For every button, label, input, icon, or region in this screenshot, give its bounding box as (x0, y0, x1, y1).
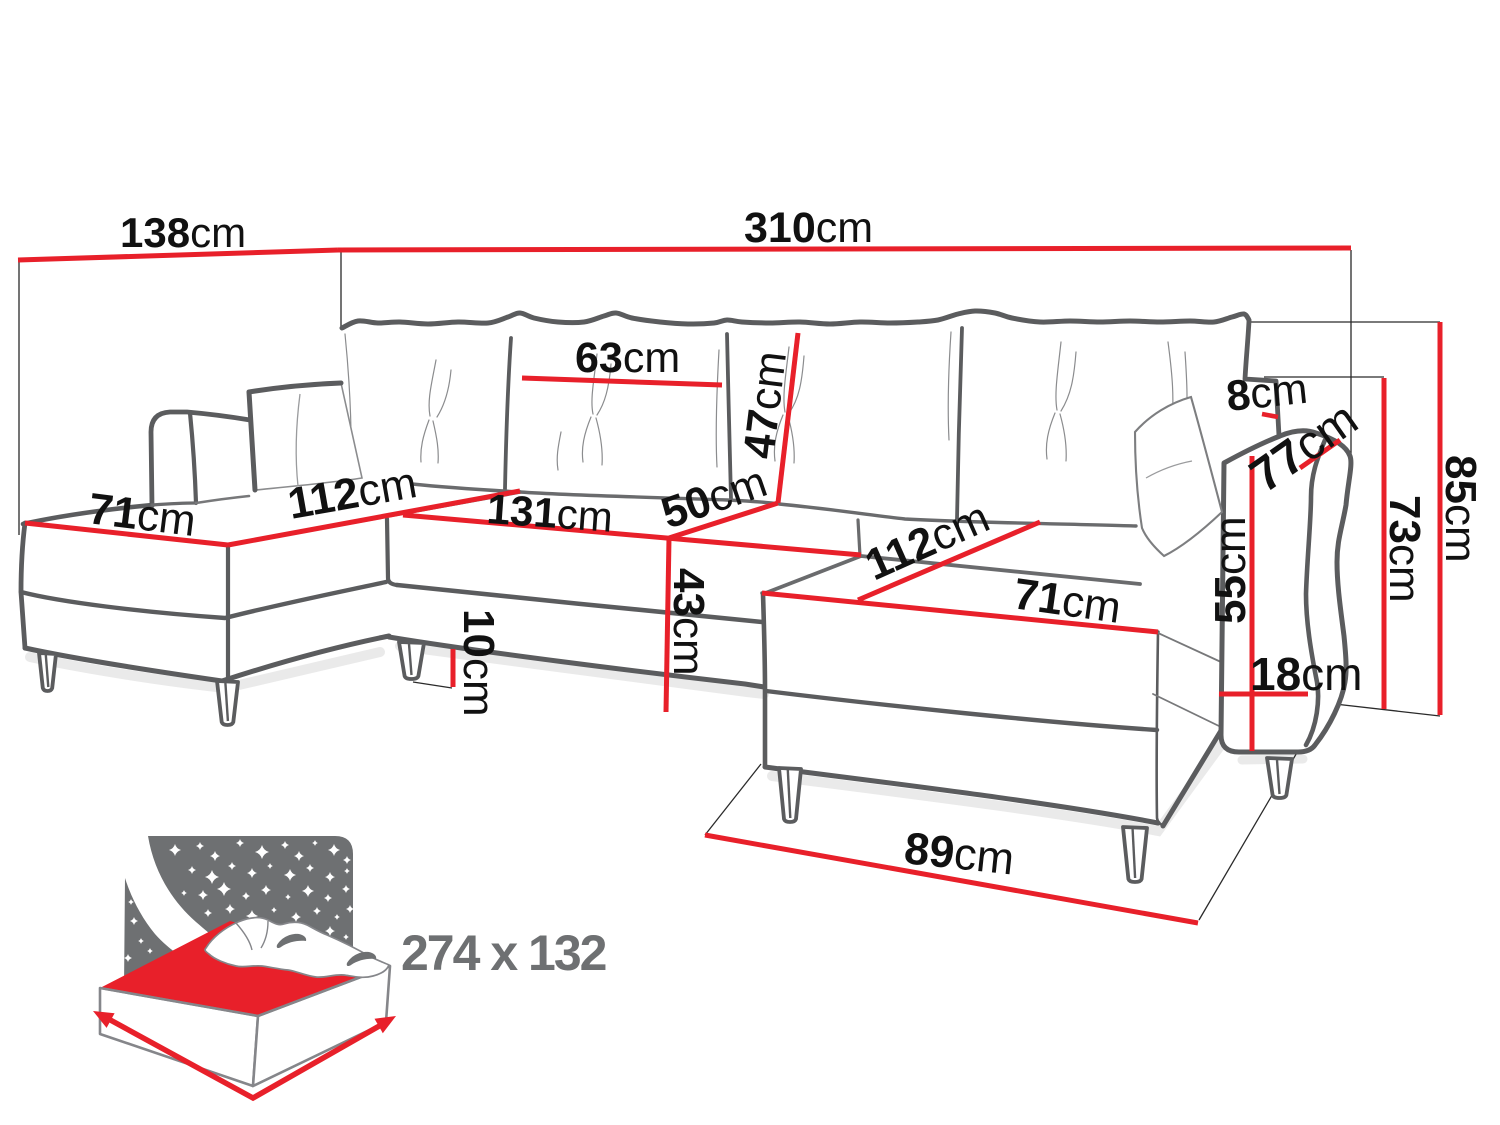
svg-text:89cm: 89cm (902, 822, 1017, 884)
svg-text:85cm: 85cm (1436, 455, 1485, 563)
svg-text:10cm: 10cm (454, 609, 503, 717)
svg-text:73cm: 73cm (1380, 495, 1429, 603)
svg-text:8cm: 8cm (1224, 365, 1310, 421)
svg-text:131cm: 131cm (485, 485, 614, 541)
svg-text:274 x 132: 274 x 132 (401, 925, 606, 981)
svg-text:63cm: 63cm (575, 334, 680, 382)
svg-text:138cm: 138cm (120, 209, 246, 256)
svg-text:47cm: 47cm (734, 348, 796, 461)
svg-text:71cm: 71cm (1011, 569, 1124, 632)
svg-text:112cm: 112cm (284, 458, 420, 529)
svg-text:18cm: 18cm (1250, 648, 1363, 700)
svg-text:55cm: 55cm (1206, 516, 1255, 624)
svg-text:71cm: 71cm (86, 484, 199, 546)
svg-text:43cm: 43cm (664, 568, 713, 676)
svg-text:310cm: 310cm (744, 204, 873, 252)
